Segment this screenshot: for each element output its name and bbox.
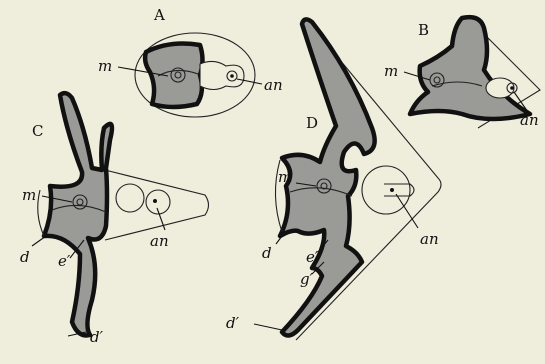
figure-d-d-label: d [262,244,272,262]
figure-c-front-curve [38,190,44,236]
figure-a-an-label: an [264,76,283,94]
figure-d: D m an d e′ g′ d′ [226,19,441,340]
figure-a-letter: A [153,6,165,24]
figure-c-letter: C [32,122,43,140]
figure-b-m-label: m [384,62,398,80]
figure-d-d2-leader [254,324,282,330]
figure-d-anus [390,188,394,192]
figure-d-an-label: an [420,230,439,248]
figure-a-m-label: m [98,57,112,75]
figure-d-letter: D [306,114,318,132]
figure-c-d2-label: d′ [90,328,104,346]
figure-b-posterior-bulge [486,78,514,98]
figure-a: A m an [98,6,283,117]
figure-c-anus [153,199,157,203]
figure-c-posterior-bulge [116,184,144,212]
figure-c-an-label: an [150,232,169,250]
figure-c-e-label: e′ [58,252,71,270]
figure-c-d-label: d [20,248,30,266]
figure-c-shaded-body [44,93,112,335]
figure-b-anus [510,86,514,90]
figure-c: C m an d e′ d′ [20,93,209,346]
figure-a-anus [230,74,234,78]
figure-b-an-label: an [520,111,539,129]
figure-c-m-label: m [22,186,36,204]
figure-d-shaded-body [280,19,375,335]
figure-c-d-leader [32,236,46,246]
figure-d-g-label: g′ [300,270,314,288]
figure-b-letter: B [418,21,429,39]
figure-b: B m an [384,17,540,129]
figure-d-posterior-bulge [362,166,410,214]
figure-a-shaded-body [145,44,202,107]
figure-d-d2-label: d′ [226,314,240,332]
figure-d-m-label: m [278,168,292,186]
figure-d-e-label: e′ [306,248,319,266]
